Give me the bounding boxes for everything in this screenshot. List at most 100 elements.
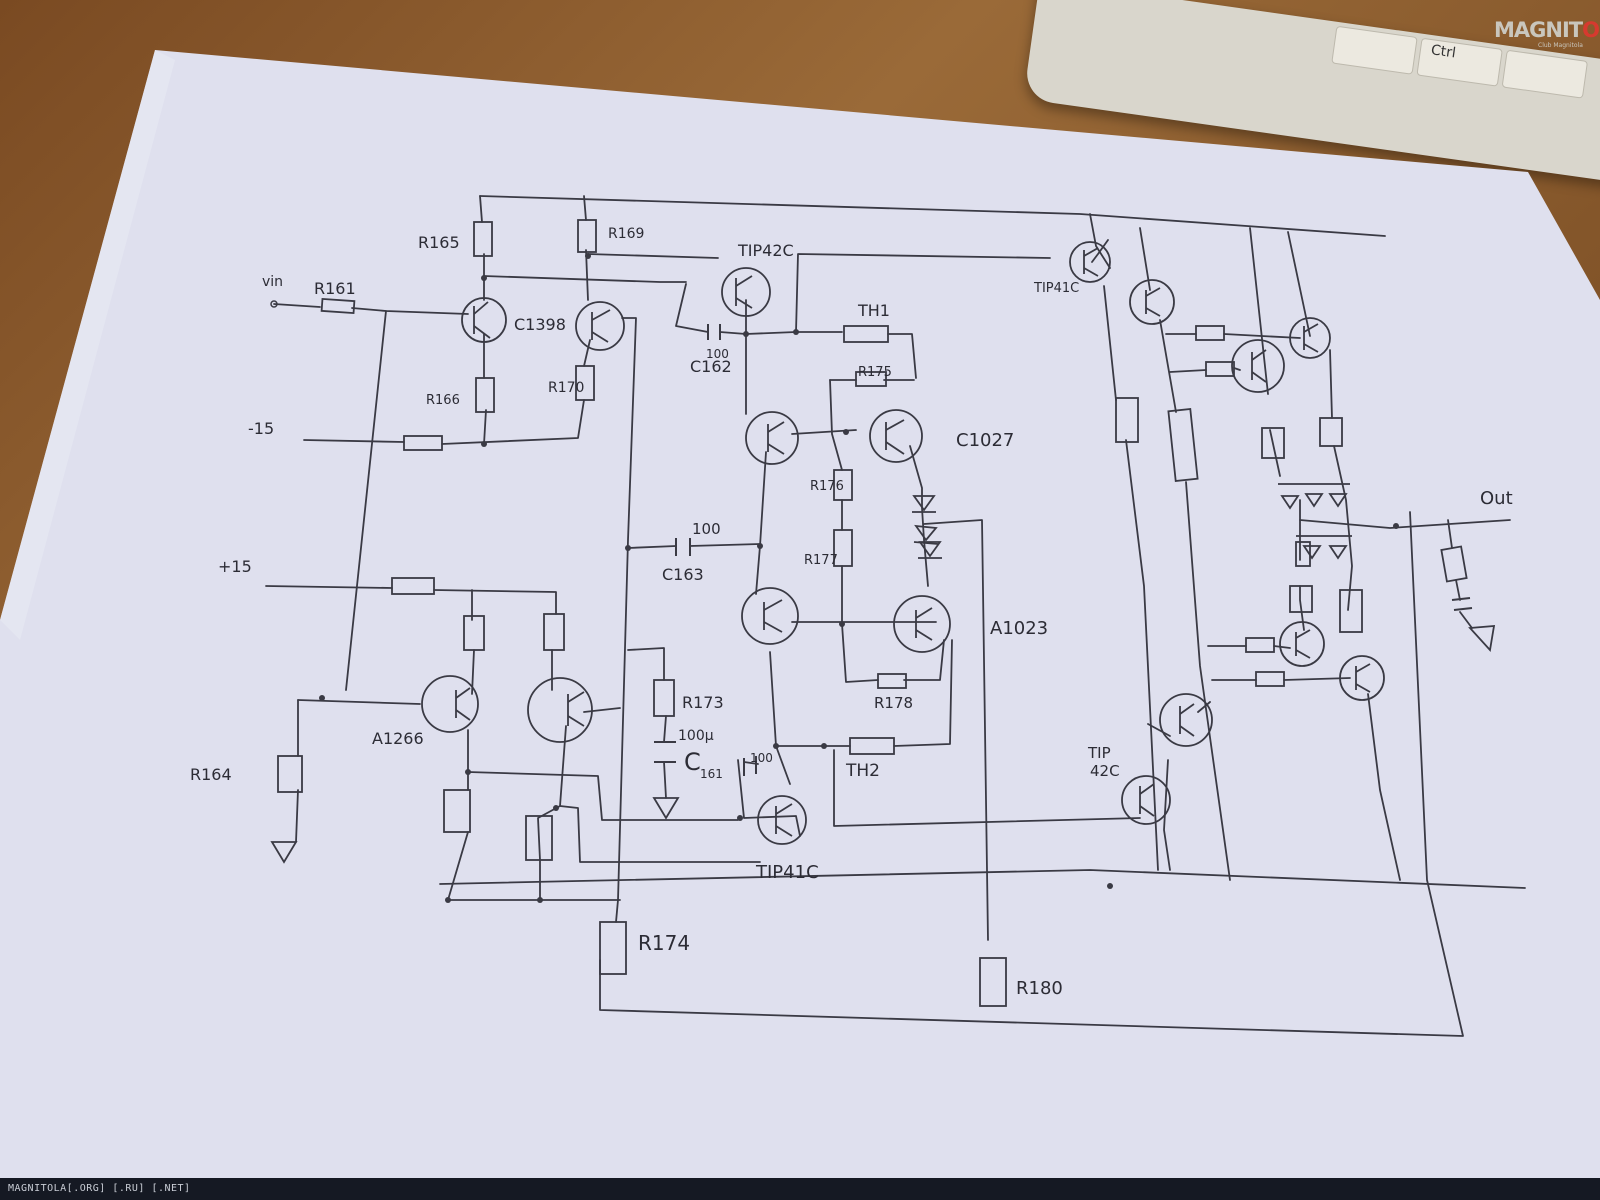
r177-resistor: [833, 529, 853, 567]
label-th1: TH1: [857, 301, 890, 320]
mirror-to-tip41c: [467, 771, 739, 821]
upper-base-resistor: [1205, 361, 1235, 377]
output-node: [1299, 499, 1511, 529]
c163-wires: [627, 543, 761, 549]
diode-icon: [1302, 545, 1322, 560]
upper-bias-res: [1165, 333, 1301, 339]
transistors: [421, 241, 1385, 845]
label-c100-a: 100: [706, 347, 729, 361]
r170-resistor: [575, 365, 595, 401]
plus15-resistor: [391, 577, 435, 595]
a1266-right-transistor: [527, 677, 593, 743]
output-res-3: [1261, 427, 1285, 459]
r178-resistor: [877, 673, 907, 689]
label-r178: R178: [874, 694, 913, 712]
r173-c161-wires: [627, 647, 667, 799]
th2-thermistor: [849, 737, 895, 755]
r176-resistor: [833, 469, 853, 501]
diode-bank-resistor: [1295, 541, 1311, 567]
c1027-right-transistor: [869, 409, 923, 463]
input-bias-wire: [345, 310, 387, 691]
label-plus15: +15: [218, 557, 252, 576]
c1398-right-transistor: [575, 301, 625, 351]
th1-thermistor: [843, 325, 889, 343]
r174-top: [615, 899, 619, 923]
a1266-left-transistor: [421, 675, 479, 733]
label-c162: C162: [690, 357, 732, 376]
a1266-left-emitter: [447, 729, 469, 901]
top-supply-rail: [479, 195, 1386, 237]
label-tip42c-mid-a: TIP: [1087, 744, 1111, 762]
mirror-link: [559, 805, 761, 863]
vbe-string: [829, 379, 843, 625]
tip41c-to-output-driver: [833, 749, 1141, 827]
a1266-left-resistor: [463, 615, 485, 651]
logo-text-dot: O: [1582, 18, 1600, 42]
tip42c-collector: [675, 283, 917, 379]
label-vin: vin: [262, 274, 283, 290]
ground-icon: [652, 797, 680, 820]
a1266-base-wires: [297, 699, 621, 713]
a1266-right-emitter: [537, 725, 567, 901]
output-res-4: [1319, 417, 1343, 447]
label-a1266: A1266: [372, 729, 424, 748]
label-a1023: A1023: [990, 618, 1048, 639]
minus15-wire: [303, 399, 585, 445]
tip42c-mid-transistor: [1121, 775, 1171, 825]
output-res-5: [1289, 585, 1313, 613]
label-tip42c-top: TIP42C: [737, 241, 794, 260]
r166-resistor: [475, 377, 495, 413]
r169-resistor: [577, 219, 597, 253]
output-rail-a: [1103, 285, 1159, 871]
output-rail-c: [1249, 227, 1281, 477]
tip42c-top-transistor: [721, 267, 771, 317]
logo-text-right: LA: [1599, 18, 1600, 42]
label-c163: C163: [662, 565, 704, 584]
resistors: [277, 219, 1468, 1007]
label-c100-b: 100: [692, 520, 721, 538]
a1023-left-transistor: [741, 587, 799, 645]
r180-resistor: [979, 957, 1007, 1007]
a1023-right-transistor: [893, 595, 951, 653]
label-tip42c-mid-b: 42C: [1090, 762, 1120, 780]
tip42c-emitter-rail: [795, 253, 1051, 333]
label-c100u: 100µ: [678, 728, 714, 744]
minus15-resistor: [403, 435, 443, 451]
tip41c-top-transistor: [1069, 241, 1111, 283]
output-driver-upper-b: [1231, 339, 1285, 393]
ground-icon: [270, 841, 298, 864]
output-driver-lower-b: [1339, 655, 1385, 701]
label-r166: R166: [426, 393, 460, 408]
label-r180: R180: [1016, 978, 1063, 999]
lower-base-res: [1211, 677, 1351, 681]
footer-bar: [0, 1178, 1600, 1200]
label-c100-c: 100: [750, 751, 773, 765]
ground-icon: [1468, 625, 1496, 652]
label-r173: R173: [682, 693, 724, 712]
zobel-cap-plate: [1451, 597, 1471, 601]
zobel-cap-plate: [1453, 607, 1473, 611]
junction-dots: [270, 253, 1399, 903]
c1398-left-transistor: [461, 297, 507, 343]
r161-resistor: [320, 297, 356, 315]
output-driver-wires: [1147, 701, 1211, 871]
footer-watermark-text: MAGNITOLA[.ORG] [.RU] [.NET]: [8, 1183, 191, 1194]
label-r165: R165: [418, 233, 460, 252]
diode-icon: [1280, 495, 1300, 510]
watermark-subtitle: Club Magnitola: [1538, 42, 1583, 49]
label-tip41c-bottom: TIP41C: [755, 862, 819, 883]
r174-resistor: [599, 921, 627, 975]
label-c161: C: [684, 748, 701, 776]
ground-symbols: [270, 625, 1496, 864]
output-res-2: [1167, 408, 1199, 482]
diode-icon: [914, 524, 938, 542]
label-r174: R174: [638, 931, 690, 955]
lower-base-resistor: [1255, 671, 1285, 687]
label-r164: R164: [190, 765, 232, 784]
collector-bus-left: [617, 317, 637, 901]
label-r175: R175: [858, 365, 892, 380]
label-c161-sub: 161: [700, 767, 723, 781]
label-c1398: C1398: [514, 315, 566, 334]
